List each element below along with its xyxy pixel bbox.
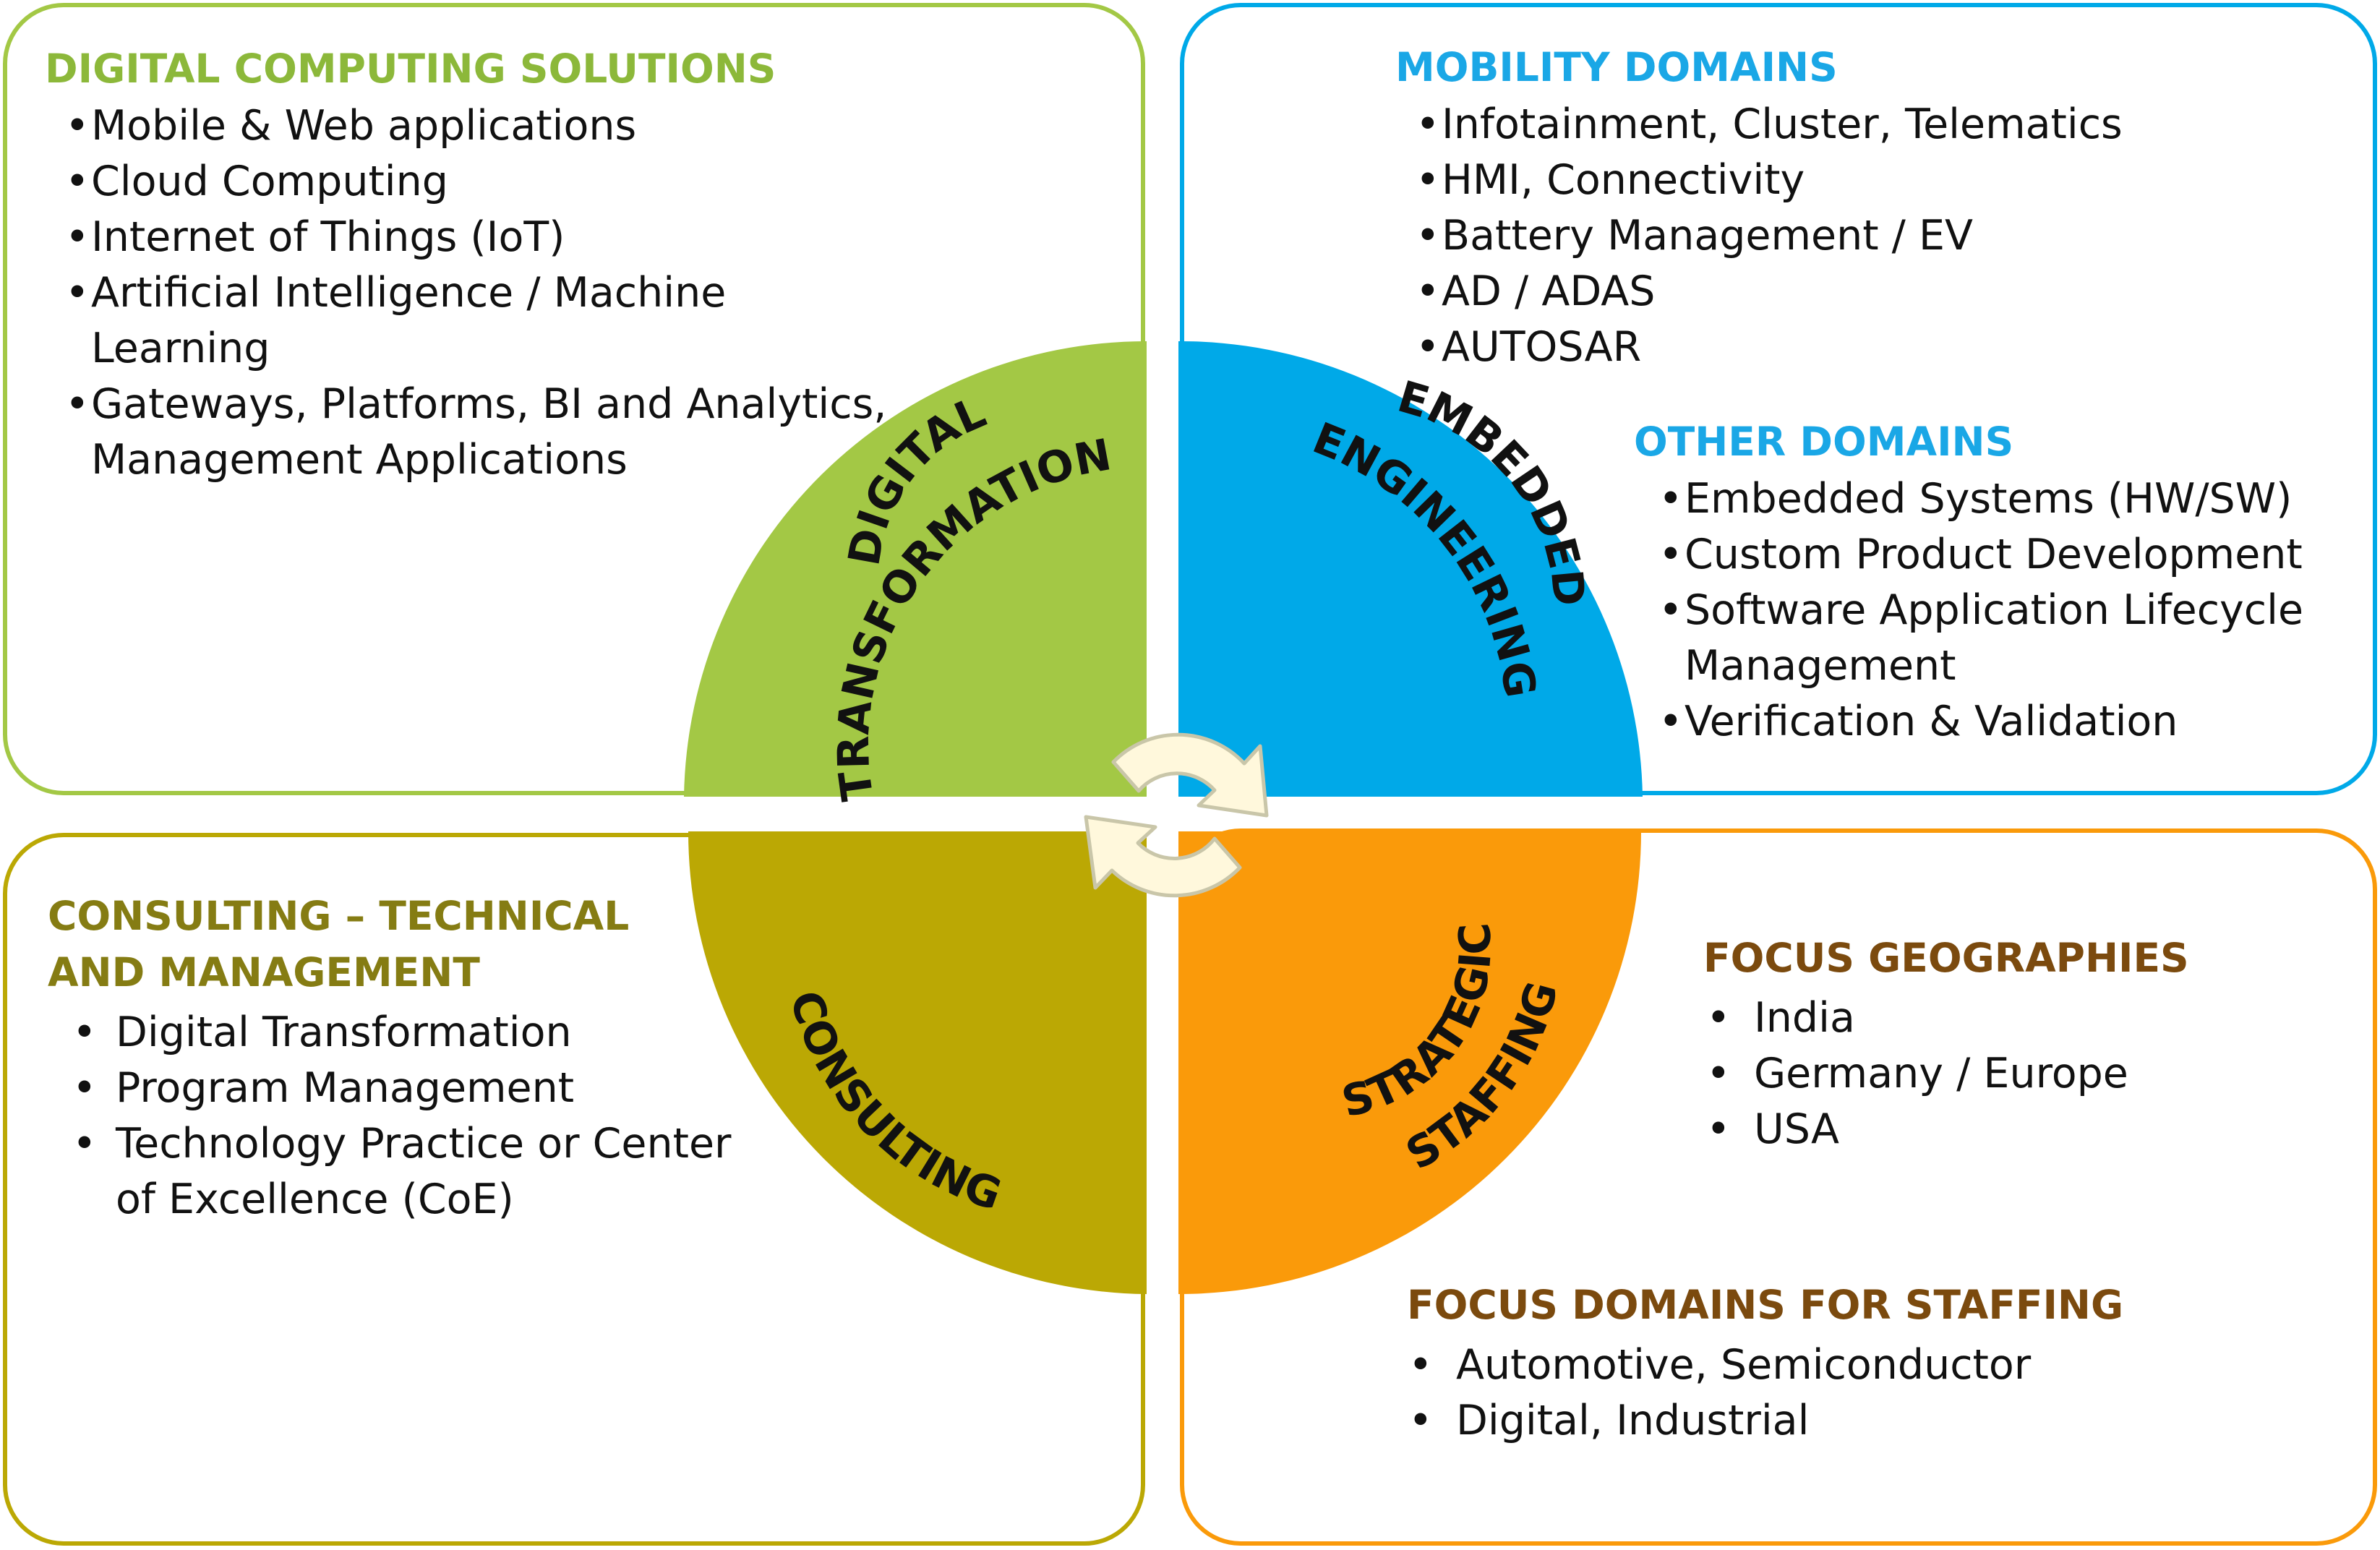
list-item: Internet of Things (IoT)	[65, 210, 886, 265]
list-item-continuation: of Excellence (CoE)	[116, 1176, 514, 1223]
list-item: Artificial Intelligence / Machine	[65, 265, 886, 321]
list-item: Verification & Validation	[1658, 694, 2303, 750]
list-item: USA	[1706, 1102, 2189, 1157]
list-item: Cloud Computing	[65, 154, 886, 210]
digital-computing-block: DIGITAL COMPUTING SOLUTIONS Mobile & Web…	[45, 40, 886, 488]
strategic-staffing-segment	[1178, 831, 1641, 1294]
other-domains-list: Embedded Systems (HW/SW) Custom Product …	[1658, 471, 2303, 750]
consulting-list: Digital Transformation Program Managemen…	[72, 1005, 731, 1228]
mobility-heading: MOBILITY DOMAINS	[1395, 44, 1838, 90]
digital-computing-heading: DIGITAL COMPUTING SOLUTIONS	[45, 46, 776, 92]
list-item-continuation: Learning	[91, 325, 270, 372]
list-item: Software Application Lifecycle	[1658, 583, 2303, 638]
cycle-arrows-icon	[1084, 732, 1269, 898]
staffing-domains-list: Automotive, Semiconductor Digital, Indus…	[1408, 1337, 2123, 1449]
list-item: AUTOSAR	[1416, 320, 2123, 375]
consulting-heading-line2: AND MANAGEMENT	[48, 949, 480, 995]
consulting-segment	[688, 831, 1147, 1294]
list-item: Mobile & Web applications	[65, 98, 886, 154]
geographies-list: India Germany / Europe USA	[1706, 990, 2189, 1157]
geographies-heading: FOCUS GEOGRAPHIES	[1703, 935, 2189, 981]
other-domains-heading: OTHER DOMAINS	[1634, 419, 2014, 465]
staffing-domains-heading: FOCUS DOMAINS FOR STAFFING	[1407, 1282, 2124, 1328]
list-item: Battery Management / EV	[1416, 208, 2123, 264]
list-item: Digital Transformation	[72, 1005, 731, 1061]
mobility-list: Infotainment, Cluster, Telematics HMI, C…	[1416, 97, 2123, 375]
list-item: Germany / Europe	[1706, 1046, 2189, 1102]
mobility-block: MOBILITY DOMAINS Infotainment, Cluster, …	[1395, 39, 2123, 375]
staffing-domains-block: FOCUS DOMAINS FOR STAFFING Automotive, S…	[1407, 1277, 2123, 1449]
list-item: Infotainment, Cluster, Telematics	[1416, 97, 2123, 153]
list-item: Digital, Industrial	[1408, 1393, 2123, 1449]
list-item-continuation: Management	[1685, 642, 1956, 690]
list-item: Gateways, Platforms, BI and Analytics,	[65, 377, 886, 432]
embedded-engineering-segment	[1178, 341, 1643, 797]
list-item: Custom Product Development	[1658, 527, 2303, 583]
other-domains-block: OTHER DOMAINS Embedded Systems (HW/SW) C…	[1634, 414, 2303, 750]
geographies-block: FOCUS GEOGRAPHIES India Germany / Europe…	[1703, 930, 2189, 1157]
list-item: Embedded Systems (HW/SW)	[1658, 471, 2303, 527]
list-item: Program Management	[72, 1061, 731, 1116]
list-item: HMI, Connectivity	[1416, 153, 2123, 208]
consulting-heading-line1: CONSULTING – TECHNICAL	[48, 893, 630, 939]
digital-transformation-segment	[684, 341, 1147, 797]
list-item: India	[1706, 990, 2189, 1046]
list-item: AD / ADAS	[1416, 264, 2123, 320]
digital-computing-list: Mobile & Web applications Cloud Computin…	[65, 98, 886, 488]
list-item-continuation: Management Applications	[91, 436, 628, 484]
consulting-block: CONSULTING – TECHNICAL AND MANAGEMENT Di…	[48, 888, 731, 1228]
list-item: Automotive, Semiconductor	[1408, 1337, 2123, 1393]
list-item: Technology Practice or Center	[72, 1116, 731, 1172]
